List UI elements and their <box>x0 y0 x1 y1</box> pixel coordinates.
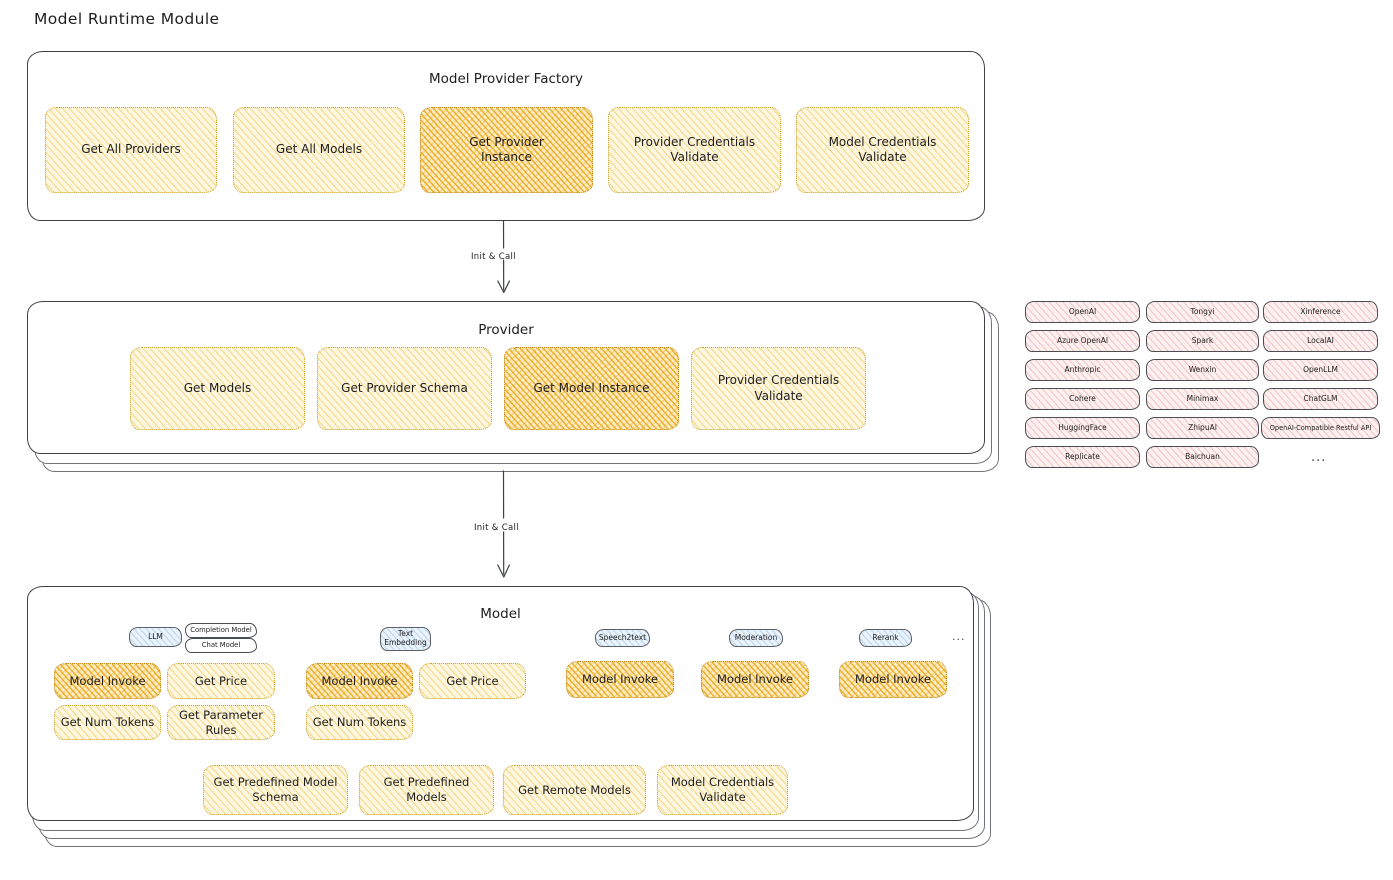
provider-chip-minimax[interactable]: Minimax <box>1146 388 1259 410</box>
provider-chip-cohere[interactable]: Cohere <box>1025 388 1140 410</box>
box-model-credentials-validate-factory[interactable]: Model Credentials Validate <box>796 107 969 193</box>
arrow-factory-to-provider <box>497 220 510 294</box>
provider-chip-azure-openai[interactable]: Azure OpenAI <box>1025 330 1140 352</box>
box-provider-credentials-validate[interactable]: Provider Credentials Validate <box>691 347 866 430</box>
provider-chip-anthropic[interactable]: Anthropic <box>1025 359 1140 381</box>
box-get-all-providers[interactable]: Get All Providers <box>45 107 217 193</box>
page-title: Model Runtime Module <box>34 10 220 28</box>
box-get-predefined-models[interactable]: Get Predefined Models <box>359 765 494 815</box>
provider-chip-tongyi[interactable]: Tongyi <box>1146 301 1259 323</box>
box-get-predefined-model-schema[interactable]: Get Predefined Model Schema <box>203 765 348 815</box>
provider-chip-openai[interactable]: OpenAI <box>1025 301 1140 323</box>
provider-chip-chatglm[interactable]: ChatGLM <box>1263 388 1378 410</box>
box-llm-model-invoke[interactable]: Model Invoke <box>54 663 161 699</box>
provider-chip-localai[interactable]: LocalAI <box>1263 330 1378 352</box>
box-text-embedding-get-price[interactable]: Get Price <box>419 663 526 699</box>
box-text-embedding-model-invoke[interactable]: Model Invoke <box>306 663 413 699</box>
arrow-provider-to-model <box>497 470 510 578</box>
provider-chip-zhipuai[interactable]: ZhipuAI <box>1146 417 1259 439</box>
provider-chip-replicate[interactable]: Replicate <box>1025 446 1140 468</box>
box-speech2text-model-invoke[interactable]: Model Invoke <box>566 661 674 698</box>
section-model: Model <box>27 586 974 821</box>
section-title-provider: Provider <box>478 322 534 338</box>
box-get-models[interactable]: Get Models <box>130 347 305 430</box>
provider-chip-spark[interactable]: Spark <box>1146 330 1259 352</box>
box-model-credentials-validate-model[interactable]: Model Credentials Validate <box>657 765 788 815</box>
model-type-chip-rerank[interactable]: Rerank <box>859 629 912 647</box>
section-title-factory: Model Provider Factory <box>428 71 583 87</box>
model-subtype-chip-chat-model[interactable]: Chat Model <box>185 638 257 653</box>
model-subtype-chip-completion-model[interactable]: Completion Model <box>185 623 257 638</box>
model-type-chip-llm[interactable]: LLM <box>129 627 182 647</box>
model-type-chip-text-embedding[interactable]: Text Embedding <box>380 627 431 651</box>
box-get-provider-instance[interactable]: Get Provider Instance <box>420 107 593 193</box>
section-title-model: Model <box>480 606 521 622</box>
box-llm-get-num-tokens[interactable]: Get Num Tokens <box>54 705 161 740</box>
provider-chip-huggingface[interactable]: HuggingFace <box>1025 417 1140 439</box>
box-provider-credentials-validate-factory[interactable]: Provider Credentials Validate <box>608 107 781 193</box>
provider-chip-wenxin[interactable]: Wenxin <box>1146 359 1259 381</box>
box-llm-get-parameter-rules[interactable]: Get Parameter Rules <box>167 705 275 740</box>
provider-chip-openllm[interactable]: OpenLLM <box>1263 359 1378 381</box>
arrow-label-init-call-1: Init & Call <box>471 252 516 262</box>
provider-chip-openai-compatible-restful-api[interactable]: OpenAI-Compatible Restful API <box>1261 417 1380 439</box>
box-llm-get-price[interactable]: Get Price <box>167 663 275 699</box>
box-text-embedding-get-num-tokens[interactable]: Get Num Tokens <box>306 705 413 740</box>
box-get-provider-schema[interactable]: Get Provider Schema <box>317 347 492 430</box>
model-types-more-indicator: ... <box>952 630 966 643</box>
model-type-chip-speech2text[interactable]: Speech2text <box>595 629 650 647</box>
box-get-all-models[interactable]: Get All Models <box>233 107 405 193</box>
provider-list-more-indicator: ... <box>1311 450 1327 465</box>
box-moderation-model-invoke[interactable]: Model Invoke <box>701 661 809 698</box>
box-get-model-instance[interactable]: Get Model Instance <box>504 347 679 430</box>
box-get-remote-models[interactable]: Get Remote Models <box>503 765 646 815</box>
provider-chip-baichuan[interactable]: Baichuan <box>1146 446 1259 468</box>
arrow-label-init-call-2: Init & Call <box>474 523 519 533</box>
box-rerank-model-invoke[interactable]: Model Invoke <box>839 661 947 698</box>
provider-chip-xinference[interactable]: Xinference <box>1263 301 1378 323</box>
model-type-chip-moderation[interactable]: Moderation <box>729 629 783 647</box>
